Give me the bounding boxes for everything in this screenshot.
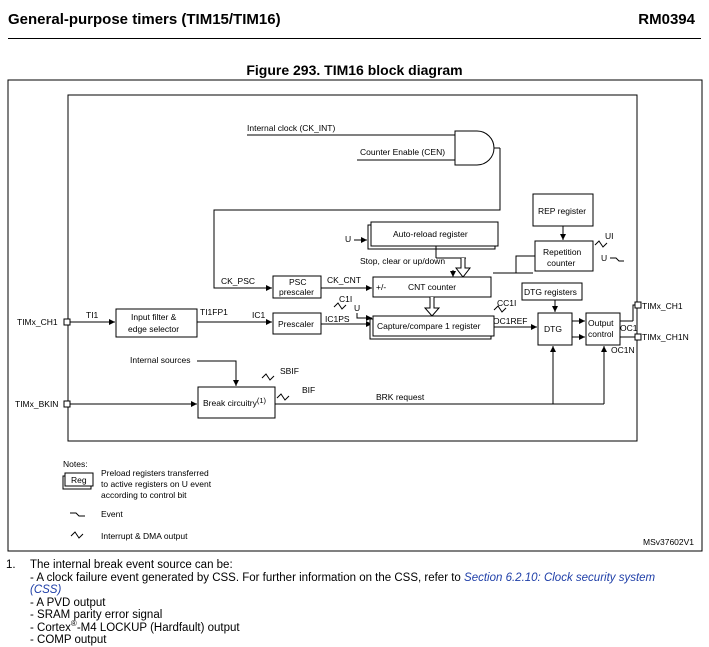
ic1ps-label: IC1PS: [325, 314, 350, 324]
cnt-plus-minus: +/-: [376, 282, 386, 292]
ui-label: UI: [605, 231, 614, 241]
stop-clear-label: Stop, clear or up/down: [360, 256, 445, 266]
figure-frame: [7, 79, 703, 552]
rep-register-label: REP register: [538, 206, 586, 216]
bif-label: BIF: [302, 385, 315, 395]
timx-bkin-pin: [63, 400, 71, 408]
footnote-item-lockup: - Cortex®-M4 LOCKUP (Hardfault) output: [30, 618, 701, 635]
timx-ch1-input-pin: [63, 318, 71, 326]
psc-label-1: PSC: [289, 277, 306, 287]
ck-psc-label: CK_PSC: [221, 276, 255, 286]
psc-label-2: prescaler: [279, 287, 314, 297]
auto-reload-register-label: Auto-reload register: [393, 229, 468, 239]
notes-event-label: Event: [101, 509, 123, 519]
break-circuitry-label: Break circuitry(1): [203, 396, 267, 408]
timx-bkin-label: TIMx_BKIN: [15, 399, 58, 409]
ic1-label: IC1: [252, 310, 266, 320]
output-control-label-1: Output: [588, 318, 614, 328]
timx-ch1-input-label: TIMx_CH1: [17, 317, 58, 327]
dtg-label: DTG: [544, 324, 562, 334]
ck-cnt-label: CK_CNT: [327, 275, 361, 285]
auto-reload-register-box: [370, 221, 499, 247]
repetition-counter-box: [534, 240, 594, 272]
bif-interrupt-icon: [276, 393, 290, 401]
figure-title: Figure 293. TIM16 block diagram: [246, 62, 463, 78]
capture-compare-box: [372, 315, 495, 337]
notes-reg-desc-2: to active registers on U event: [101, 479, 212, 489]
repetition-counter-label-2: counter: [547, 258, 576, 268]
oc1ref-label: OC1REF: [493, 316, 527, 326]
notes-interrupt-label: Interrupt & DMA output: [101, 531, 188, 541]
c1i-interrupt-icon: [333, 302, 347, 310]
section-title: General-purpose timers (TIM15/TIM16): [8, 11, 281, 28]
timx-ch1n-output-label: TIMx_CH1N: [642, 332, 689, 342]
notes-reg-desc-3: according to control bit: [101, 490, 187, 500]
registered-mark: ®: [70, 618, 77, 628]
cc1i-label: CC1I: [497, 298, 516, 308]
break-circuitry-box: [197, 386, 276, 419]
input-filter-label-2: edge selector: [128, 324, 179, 334]
and-gate: [454, 130, 495, 166]
timx-ch1-output-pin: [634, 301, 642, 309]
prescaler-label: Prescaler: [278, 319, 314, 329]
figure-id: MSv37602V1: [643, 537, 694, 547]
notes-reg-desc-1: Preload registers transferred: [101, 468, 209, 478]
footnote-body: The internal break event source can be: …: [30, 559, 701, 647]
footnote-item-sram: - SRAM parity error signal: [30, 609, 163, 621]
footnote-item-css-cont: (CSS): [30, 584, 701, 597]
document-reference: RM0394: [638, 11, 695, 28]
counter-enable-label: Counter Enable (CEN): [360, 147, 445, 157]
header-rule: [8, 38, 701, 39]
input-filter-box: [115, 308, 198, 338]
interrupt-dma-icon: [70, 531, 84, 539]
cc1i-interrupt-icon: [493, 305, 507, 313]
sbif-interrupt-icon: [261, 373, 275, 381]
footnote-item-lockup-b: -M4 LOCKUP (Hardfault) output: [76, 621, 240, 634]
cnt-counter-label: CNT counter: [408, 282, 456, 292]
footnote-item-lockup-a: - Cortex: [30, 621, 71, 634]
timer-boundary: [67, 94, 638, 442]
internal-sources-label: Internal sources: [130, 355, 190, 365]
u-capture-label: U: [354, 303, 360, 313]
ui-interrupt-icon: [594, 240, 608, 248]
compare-hollow-arrow: [423, 297, 441, 317]
notes-title: Notes:: [63, 459, 88, 469]
output-control-box: [585, 312, 621, 346]
u-autoreload-label: U: [345, 234, 351, 244]
footnote-item-css: - A clock failure event generated by CSS…: [30, 572, 701, 585]
footnote-number: 1.: [6, 559, 16, 571]
ti1fp1-label: TI1FP1: [200, 307, 228, 317]
css-section-link-cont[interactable]: (CSS): [30, 584, 62, 596]
footnote-intro: The internal break event source can be:: [30, 559, 233, 571]
footnote-item-css-text: - A clock failure event generated by CSS…: [30, 571, 465, 584]
brk-request-label: BRK request: [376, 392, 425, 402]
css-section-link[interactable]: Section 6.2.10: Clock security system: [464, 571, 656, 584]
capture-compare-label: Capture/compare 1 register: [377, 321, 481, 331]
internal-clock-label: Internal clock (CK_INT): [247, 123, 335, 133]
psc-prescaler-box: [272, 275, 322, 299]
dtg-box: [537, 312, 573, 346]
input-filter-label-1: Input filter &: [131, 312, 177, 322]
timx-ch1n-output-pin: [634, 333, 642, 341]
sbif-label: SBIF: [280, 366, 299, 376]
c1i-label: C1I: [339, 294, 352, 304]
dtg-registers-box: [521, 282, 583, 301]
tim16-block-diagram: Internal clock (CK_INT) Counter Enable (…: [7, 79, 703, 552]
oc1-label: OC1: [620, 323, 638, 333]
dtg-registers-label: DTG registers: [524, 287, 577, 297]
u-event-icon: [610, 257, 624, 262]
oc1n-label: OC1N: [611, 345, 635, 355]
u-out-label: U: [601, 253, 607, 263]
repetition-counter-label-1: Repetition: [543, 247, 582, 257]
ti1-label: TI1: [86, 310, 99, 320]
timx-ch1-output-label: TIMx_CH1: [642, 301, 683, 311]
rep-register-box: [532, 193, 594, 227]
notes-reg-box: [64, 472, 94, 487]
footnote-item-pvd: - A PVD output: [30, 596, 106, 609]
footnote-item-comp: - COMP output: [30, 634, 107, 646]
notes-reg-label: Reg: [71, 475, 87, 485]
output-control-label-2: control: [588, 329, 614, 339]
reload-hollow-arrow: [454, 258, 472, 278]
event-icon: [70, 512, 85, 517]
